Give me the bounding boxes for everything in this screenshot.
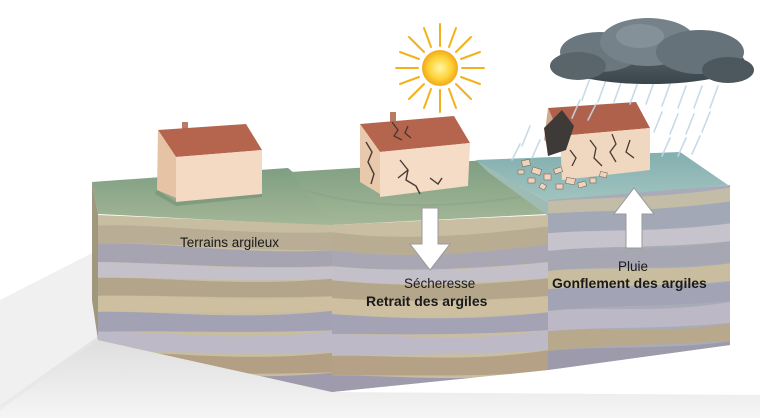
rain-cloud-icon: [511, 18, 754, 161]
label-clay-swelling: Gonflement des argiles: [552, 275, 707, 291]
arrow-down-icon: [408, 207, 452, 271]
label-rain: Pluie: [618, 259, 649, 274]
sun-icon: [395, 23, 485, 113]
label-clay-shrinkage: Retrait des argiles: [366, 293, 488, 309]
house-intact: [155, 122, 262, 206]
ground-shadow: [0, 250, 760, 418]
crack-lines: [365, 121, 443, 195]
label-drought: Sécheresse: [404, 276, 476, 291]
rubble: [517, 158, 608, 191]
arrow-up-icon: [612, 187, 656, 249]
house-damaged-rain: [517, 102, 650, 191]
house-cracked-drought: [360, 112, 470, 197]
label-clay-terrain: Terrains argileux: [180, 235, 280, 250]
crack-lines-rain: [569, 133, 635, 167]
